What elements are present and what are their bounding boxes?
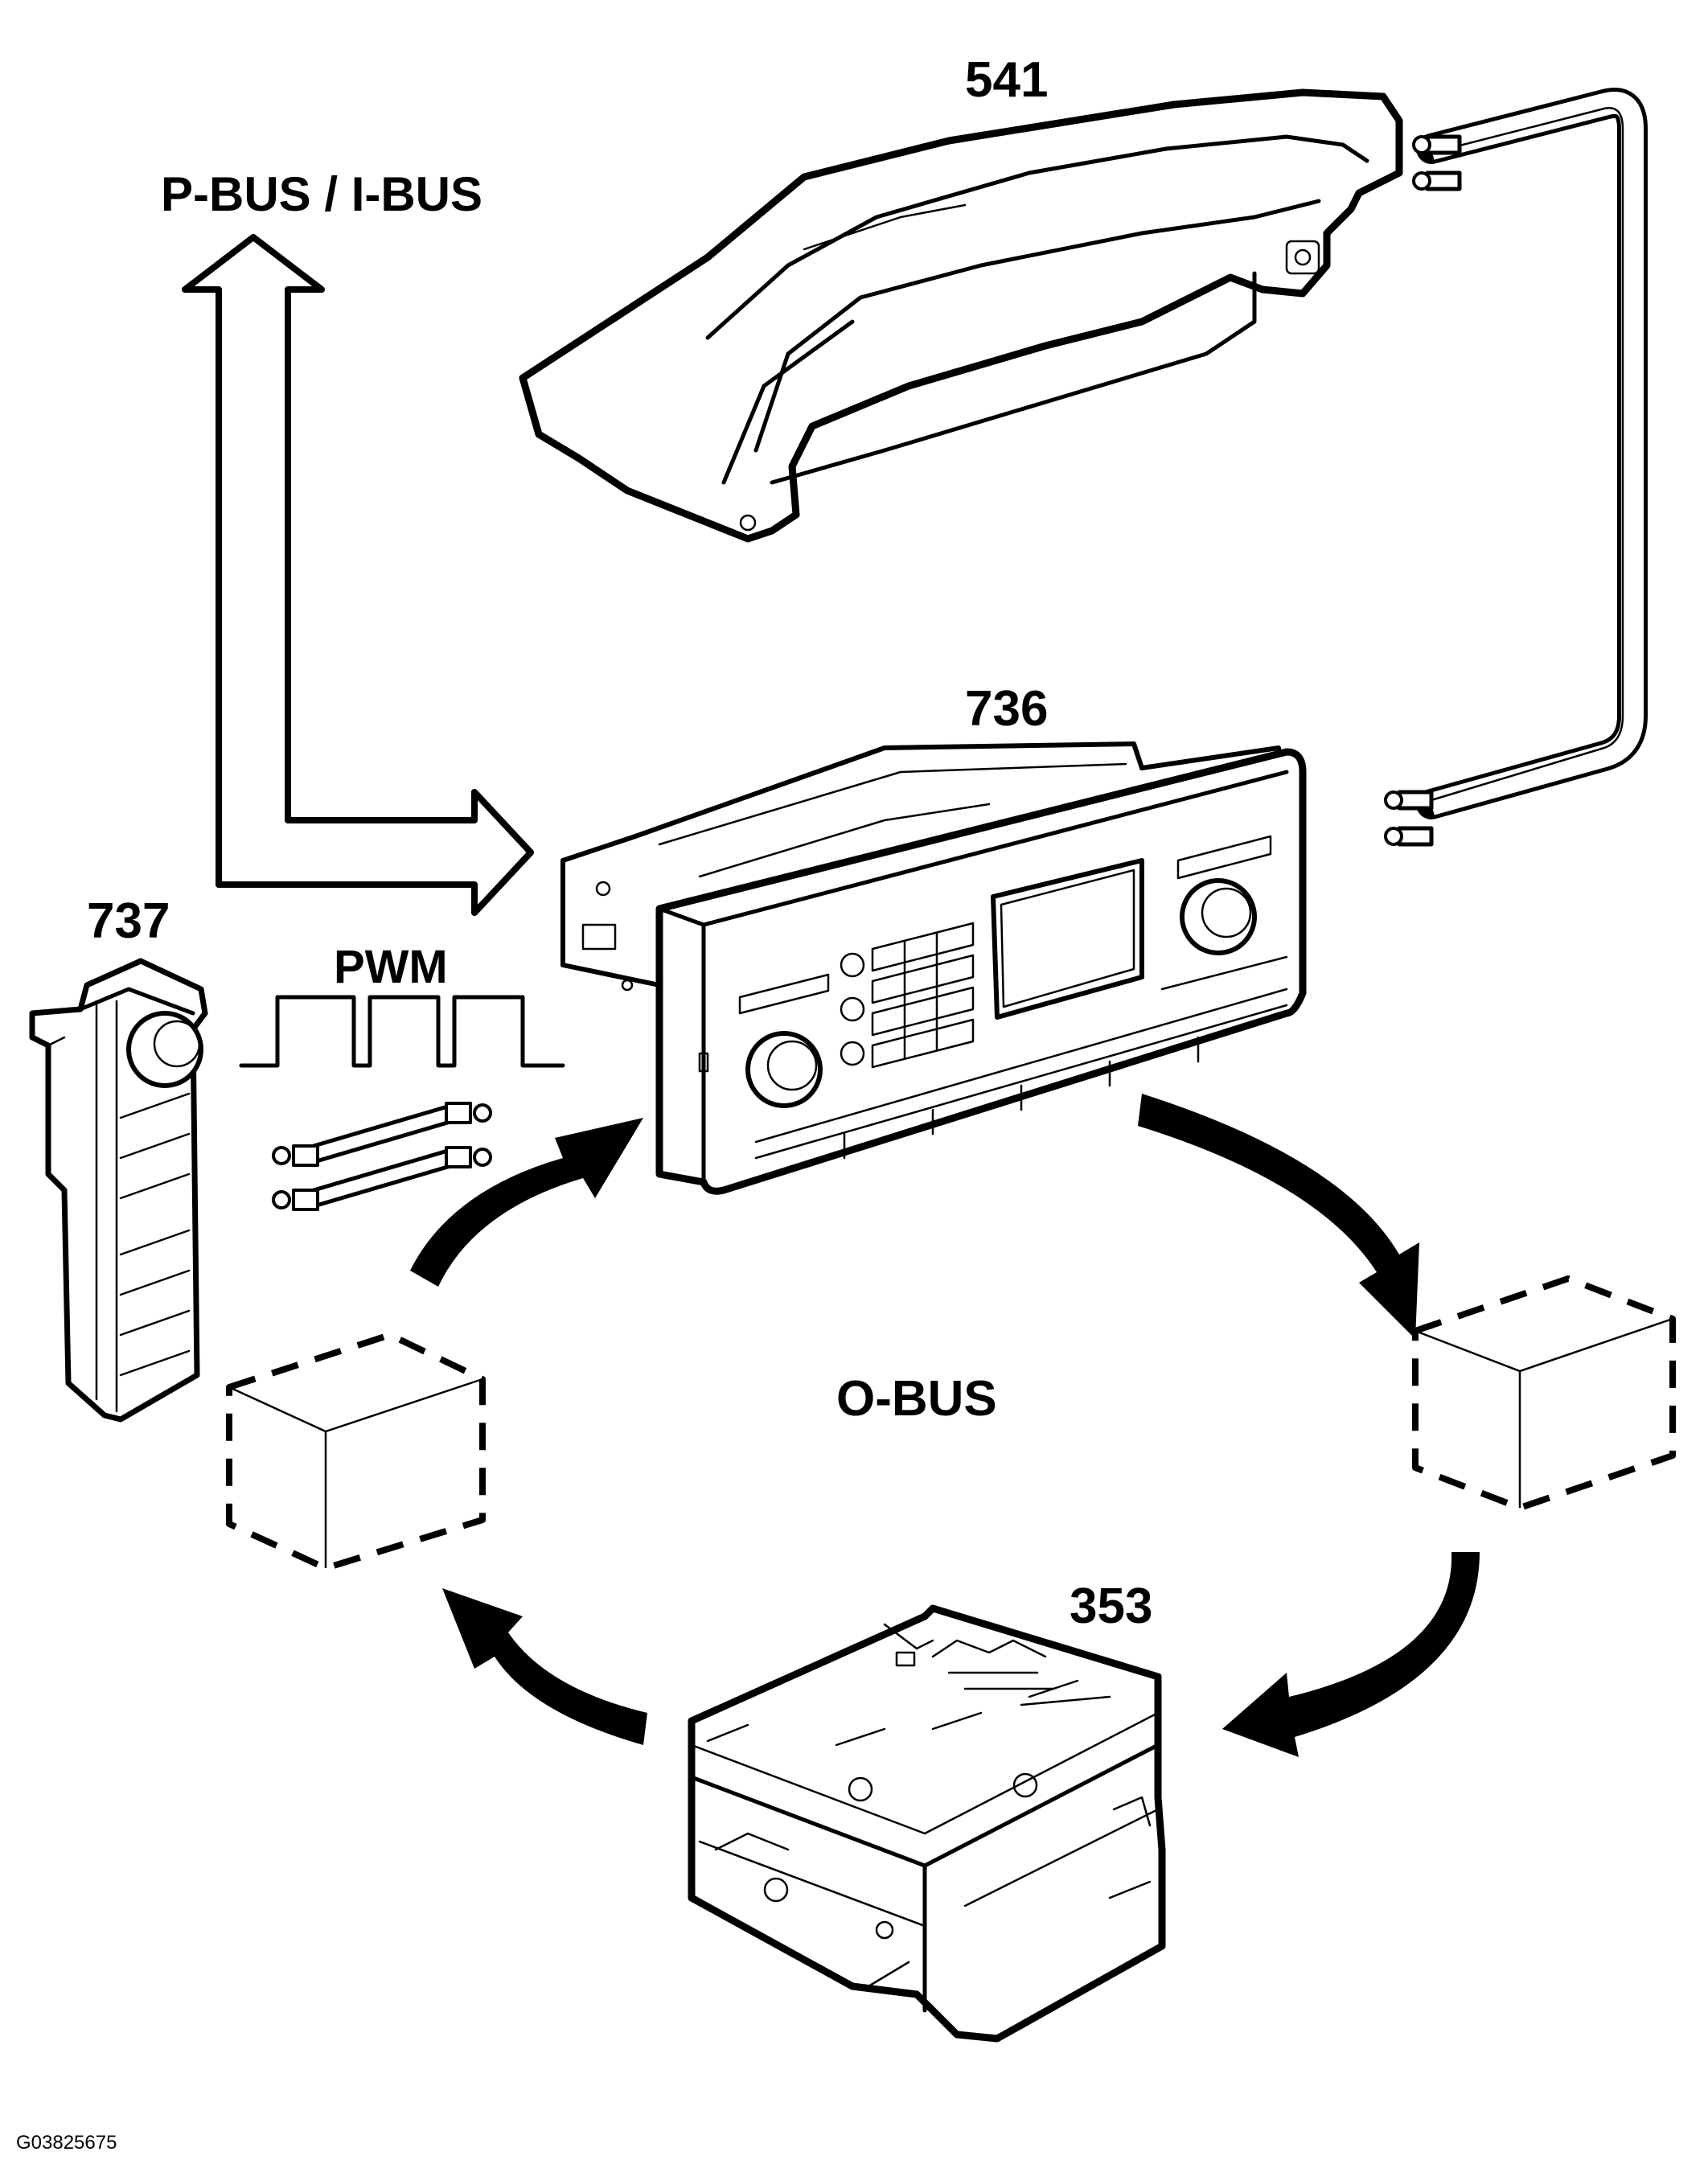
generic-module-left <box>226 1332 486 1571</box>
button-grid <box>738 835 1288 1160</box>
fiber-optic-cable-icon <box>1384 88 1648 847</box>
pwm-signal-icon <box>239 995 565 1068</box>
ring-arrow-icon <box>1222 1552 1480 1757</box>
module-353 <box>688 1604 1166 2043</box>
part-736-label: 736 <box>965 681 1048 737</box>
pwm-label: PWM <box>334 941 448 993</box>
ring-arrow-icon <box>410 1118 643 1287</box>
switch-unit-737 <box>29 958 208 1423</box>
ring-arrow-icon <box>442 1588 647 1745</box>
control-panel-736 <box>560 741 1307 1195</box>
obus-label: O-BUS <box>836 1371 997 1427</box>
display-unit-541 <box>519 88 1403 543</box>
part-737-label: 737 <box>87 893 170 949</box>
generic-module-right <box>1412 1275 1676 1511</box>
bus-top-label: P-BUS / I-BUS <box>161 167 482 221</box>
fiber-optic-connector-icon <box>272 1102 492 1211</box>
part-541-label: 541 <box>965 52 1048 108</box>
part-353-label: 353 <box>1070 1579 1152 1634</box>
figure-id-label: G03825675 <box>16 2132 117 2154</box>
ring-arrow-icon <box>1138 1094 1419 1339</box>
